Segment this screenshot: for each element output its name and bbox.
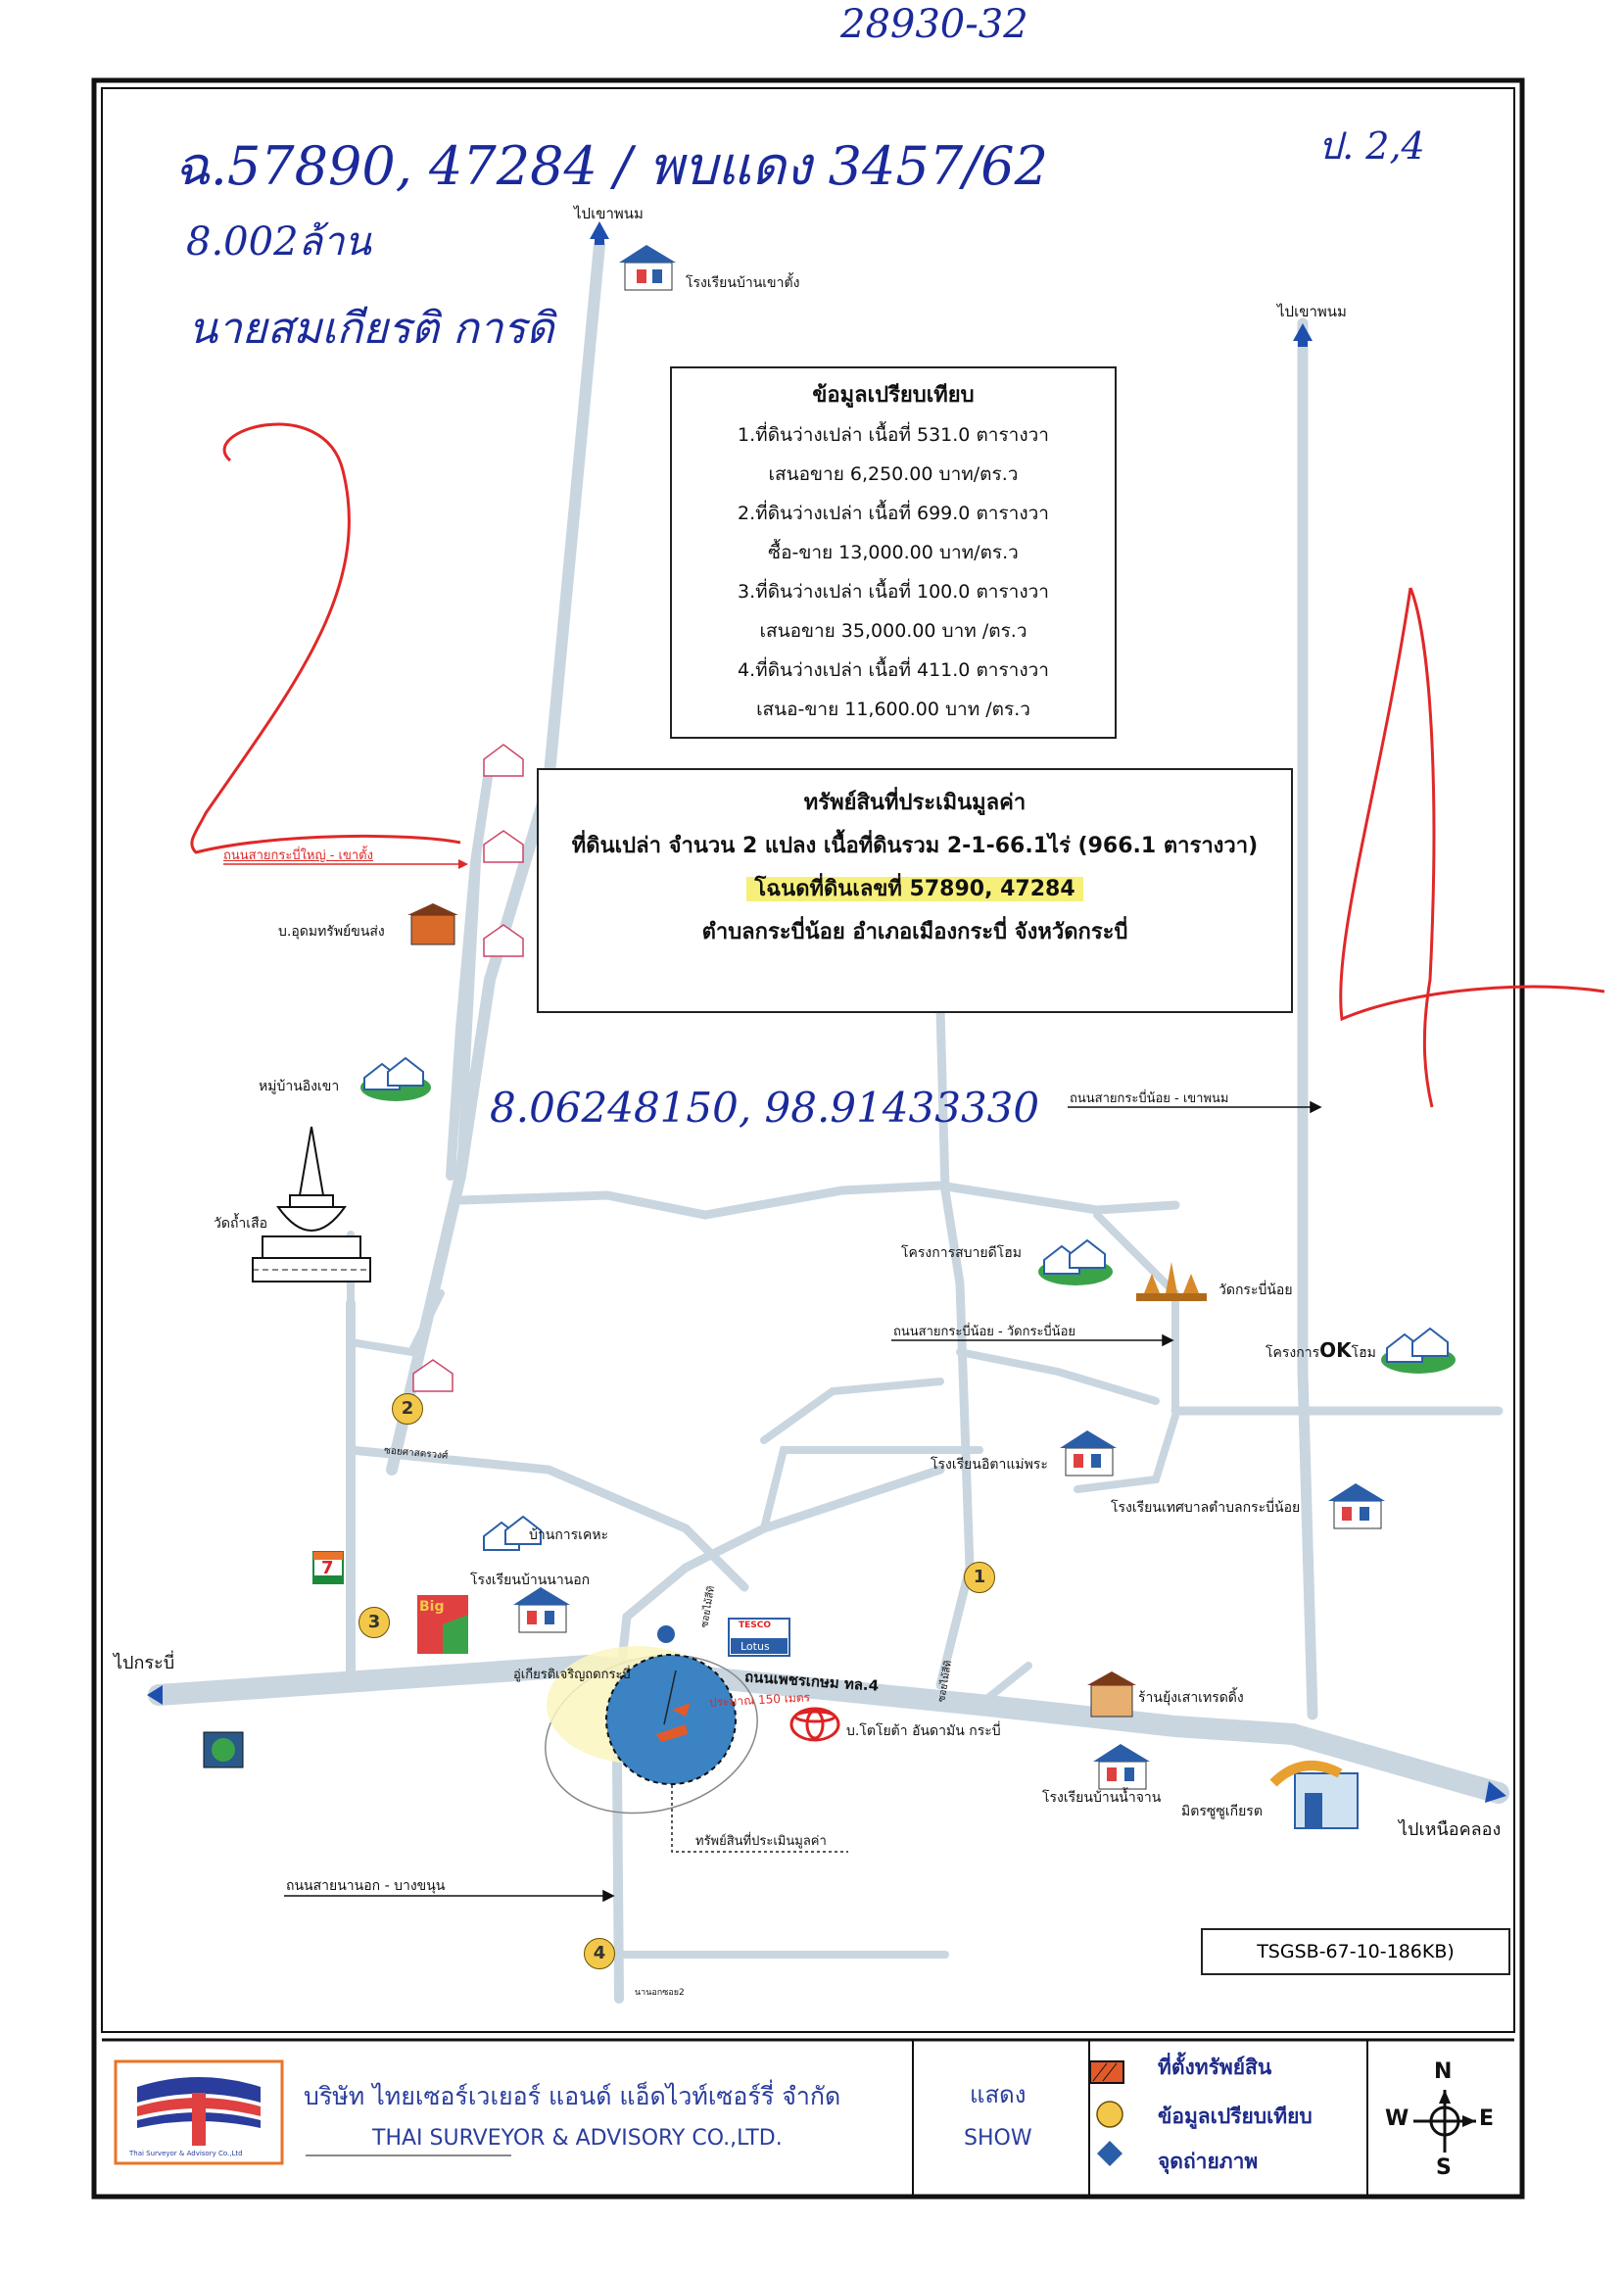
label-wat-krabinoi: วัดกระบี่น้อย: [1218, 1283, 1293, 1298]
hand-area-line: 8.002ล้าน: [186, 219, 371, 265]
legend-comparison-symbol: [1096, 2101, 1123, 2128]
village-icon-sabaydee: [1038, 1238, 1113, 1285]
label-tesco: TESCO: [739, 1621, 772, 1630]
outer-frame: [91, 77, 1525, 2200]
label-school-khaotang: โรงเรียนบ้านเขาตั้ง: [686, 275, 800, 291]
legend-photo-symbol: [1097, 2141, 1122, 2166]
transport-building-icon: [407, 903, 458, 945]
label-big-c: Big: [419, 1599, 445, 1615]
toyota-logo: [789, 1707, 840, 1742]
asset-deed-numbers: โฉนดที่ดินเลขที่ 57890, 47284: [746, 877, 1083, 901]
company-name-english: THAI SURVEYOR & ADVISORY CO.,LTD.: [372, 2126, 783, 2151]
asset-title: ทรัพย์สินที่ประเมินมูลค่า: [803, 791, 1027, 815]
photo-point-icon: [657, 1625, 675, 1643]
reference-code: TSGSB-67-10-186KB): [1201, 1928, 1510, 1975]
label-road-krabinoi-khaophanom: ถนนสายกระบี่น้อย - เขาพนม: [1070, 1091, 1229, 1106]
compass-north-label: N: [1434, 2059, 1453, 2084]
label-mitsu: มิตรซูซูเกียรต: [1181, 1804, 1263, 1819]
label-seven-eleven: 7: [321, 1558, 334, 1578]
comparison-info-box: ข้อมูลเปรียบเทียบ 1.ที่ดินว่างเปล่า เนื้…: [670, 366, 1117, 739]
legend-asset-label: ที่ตั้งทรัพย์สิน: [1158, 2056, 1272, 2079]
label-to-nuaklong: ไปเหนือคลอง: [1399, 1819, 1502, 1840]
hand-top-code: 28930-32: [840, 2, 1028, 47]
stupa-icon-wat-thamsua: [252, 1126, 371, 1283]
label-road-krabiyai: ถนนสายกระบี่ใหญ่ - เขาตั้ง: [223, 848, 373, 863]
asset-info-box: ทรัพย์สินที่ประเมินมูลค่า ที่ดินเปล่า จำ…: [537, 768, 1293, 1013]
asset-description: ที่ดินเปล่า จำนวน 2 แปลง เนื้อที่ดินรวม …: [571, 834, 1259, 858]
comparison-title: ข้อมูลเปรียบเทียบ: [812, 383, 975, 408]
label-ran-yuenghsao: ร้านยุ้งเสาเทรดดิ้ง: [1138, 1690, 1244, 1706]
asset-location-circle: [605, 1654, 737, 1785]
legend-show-thai: แสดง: [970, 2081, 1027, 2108]
shop-building-icon: [1087, 1671, 1136, 1718]
compass-west-label: W: [1385, 2106, 1409, 2131]
school-icons: [513, 1430, 1385, 1790]
hand-number-4: [1339, 587, 1605, 1108]
logo-caption: Thai Surveyor & Advisory Co.,Ltd: [129, 2150, 243, 2157]
label-school-ita: โรงเรียนอิตาแม่พระ: [931, 1457, 1048, 1473]
label-to-khaophanom-1: ไปเขาพนม: [574, 205, 644, 222]
label-ok-home: โครงการOKโฮม: [1266, 1338, 1376, 1362]
label-moo-ingkhao: หมู่บ้านอิงเขา: [259, 1079, 340, 1094]
asset-address: ตำบลกระบี่น้อย อำเภอเมืองกระบี่ จังหวัดก…: [701, 920, 1128, 944]
temple-icon-wat-krabinoi: [1136, 1262, 1207, 1301]
legend-asset-symbol: [1089, 2060, 1124, 2084]
company-name-thai: บริษัท ไทยเซอร์เวเยอร์ แอนด์ แอ็ดไวท์เซอ…: [304, 2082, 841, 2110]
village-icon-ingkhao: [360, 1056, 431, 1101]
label-school-namjan: โรงเรียนบ้านน้ำจาน: [1042, 1790, 1162, 1806]
comparison-line: เสนอ-ขาย 11,600.00 บาท /ตร.ว: [756, 699, 1030, 720]
comparison-line: เสนอขาย 35,000.00 บาท /ตร.ว: [759, 620, 1027, 642]
bank-logo-icon: [203, 1731, 244, 1768]
label-soi-bottom: นานอกซอย2: [635, 1988, 685, 1998]
label-to-krabi: ไปกระบี่: [114, 1653, 175, 1673]
village-icon-ok-home: [1381, 1327, 1456, 1374]
comparison-line: 4.ที่ดินว่างเปล่า เนื้อที่ 411.0 ตารางวา: [738, 659, 1049, 681]
label-udom-transport: บ.อุดมทรัพย์ขนส่ง: [278, 924, 385, 940]
legend-comparison-label: ข้อมูลเปรียบเทียบ: [1158, 2105, 1313, 2128]
label-school-nanok: โรงเรียนบ้านนานอก: [470, 1573, 591, 1588]
label-road-krabinoi-wat: ถนนสายกระบี่น้อย - วัดกระบี่น้อย: [893, 1325, 1075, 1339]
hand-coordinates: 8.06248150, 98.91433330: [490, 1084, 1040, 1132]
comparison-line: 1.ที่ดินว่างเปล่า เนื้อที่ 531.0 ตารางวา: [738, 424, 1049, 446]
tesco-lotus-logo: [728, 1618, 790, 1657]
marker-comparison-3: 3: [358, 1607, 390, 1638]
label-to-khaophanom-2: ไปเขาพนม: [1277, 303, 1347, 320]
compass-east-label: E: [1479, 2106, 1495, 2131]
comparison-line: 2.ที่ดินว่างเปล่า เนื้อที่ 699.0 ตารางวา: [738, 503, 1049, 524]
label-school-municipal: โรงเรียนเทศบาลตำบลกระบี่น้อย: [1111, 1500, 1301, 1516]
label-asset-location: ทรัพย์สินที่ประเมินมูลค่า: [695, 1834, 827, 1849]
school-icon-khaotang: [619, 245, 676, 291]
road-network: [148, 239, 1509, 2004]
label-garage: อู่เกียรติเจริญถดกระบี่: [513, 1668, 631, 1682]
comparison-line: เสนอขาย 6,250.00 บาท/ตร.ว: [768, 463, 1019, 485]
seven-eleven-logo: [312, 1551, 344, 1584]
marker-comparison-1: 1: [964, 1562, 995, 1593]
hand-name-line: นายสมเกียรติ การดิ: [188, 304, 554, 354]
direction-arrows: [147, 221, 1506, 1803]
company-logo: [114, 2059, 284, 2165]
label-wat-thamsua: วัดถ้ำเสือ: [214, 1216, 268, 1232]
marker-comparison-4: 4: [584, 1938, 615, 1969]
marker-comparison-2: 2: [392, 1393, 423, 1425]
hand-number-2: [190, 422, 461, 854]
big-c-logo: [417, 1595, 468, 1654]
comparison-line: 3.ที่ดินว่างเปล่า เนื้อที่ 100.0 ตารางวา: [738, 581, 1049, 603]
compass-south-label: S: [1436, 2155, 1452, 2180]
car-dealer-building-icon: [1269, 1761, 1359, 1829]
comparison-line: ซื้อ-ขาย 13,000.00 บาท/ตร.ว: [768, 542, 1019, 563]
label-road-nanok: ถนนสายนานอก - บางขนุน: [286, 1878, 446, 1894]
label-toyota: บ.โตโยต้า อันดามัน กระบี่: [846, 1723, 1001, 1739]
compass-icon: [1413, 2090, 1476, 2153]
hand-page-ref: ป. 2,4: [1318, 124, 1425, 168]
map-frame: [101, 87, 1515, 2033]
legend-show-english: SHOW: [964, 2126, 1032, 2151]
hand-deed-line: ฉ.57890, 47284 / พบแดง 3457/62: [174, 135, 1048, 197]
village-icon-karnkeha: [483, 1515, 542, 1551]
label-lotus: Lotus: [740, 1640, 770, 1653]
house-icons-left: [412, 744, 524, 1392]
label-ban-karnkeha: บ้านการเคหะ: [529, 1527, 609, 1543]
label-sabaydee-home: โครงการสบายดีโฮม: [901, 1245, 1022, 1261]
legend-photo-label: จุดถ่ายภาพ: [1158, 2150, 1259, 2173]
